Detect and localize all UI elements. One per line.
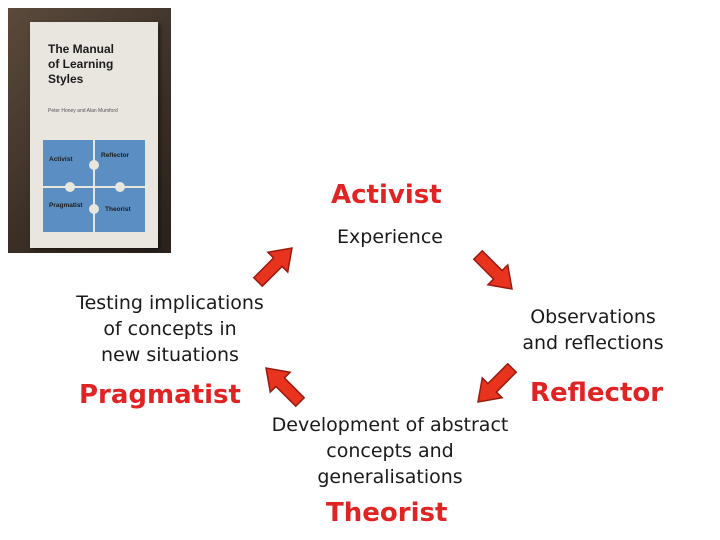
up-right-arrow	[248, 238, 302, 292]
down-left-arrow	[468, 358, 522, 412]
up-left-arrow	[256, 358, 310, 412]
down-right-arrow	[468, 245, 522, 299]
